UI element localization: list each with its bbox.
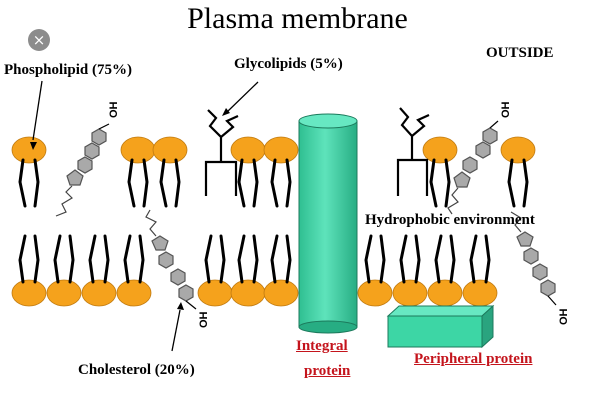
peripheral-protein-label: Peripheral protein — [414, 351, 533, 367]
label-arrows — [30, 80, 259, 352]
cholesterol-top-left — [55, 123, 110, 217]
oh-label-4: OH — [558, 308, 570, 325]
inner-tails-7 — [364, 234, 386, 284]
cholesterol-label: Cholesterol (20%) — [78, 362, 195, 378]
cholesterol-bottom-right — [510, 211, 557, 306]
outer-head-4 — [263, 136, 299, 164]
oh-label-2: OH — [500, 101, 512, 118]
glycolipids-label: Glycolipids (5%) — [234, 56, 343, 72]
inner-leaflet-tails — [18, 234, 491, 284]
glycolipid-left — [204, 109, 239, 196]
outer-tails-1 — [127, 158, 149, 208]
outer-tails-2 — [159, 158, 181, 208]
inner-leaflet-heads — [11, 279, 498, 307]
inner-head-8 — [392, 279, 428, 307]
inner-head-0 — [11, 279, 47, 307]
inner-tails-10 — [469, 234, 491, 284]
inner-head-5 — [230, 279, 266, 307]
glycolipid-right — [396, 107, 430, 196]
inner-tails-5 — [237, 234, 259, 284]
outer-tails-3 — [237, 158, 259, 208]
outer-tails-6 — [507, 158, 529, 208]
cholesterol-top-right — [447, 120, 499, 215]
outer-head-3 — [230, 136, 266, 164]
integral-protein-label-line1: Integral — [296, 338, 348, 354]
inner-tails-8 — [399, 234, 421, 284]
peripheral-protein — [386, 304, 495, 349]
diagram-title: Plasma membrane — [187, 2, 408, 35]
inner-tails-2 — [88, 234, 110, 284]
integral-protein — [298, 113, 358, 334]
outer-leaflet-heads — [11, 136, 536, 164]
inner-tails-0 — [18, 234, 40, 284]
inner-tails-3 — [123, 234, 145, 284]
outer-leaflet-tails — [18, 158, 529, 208]
outer-tails-0 — [18, 158, 40, 208]
inner-head-10 — [462, 279, 498, 307]
inner-head-4 — [197, 279, 233, 307]
inner-head-2 — [81, 279, 117, 307]
inner-tails-9 — [434, 234, 456, 284]
oh-label-3: OH — [198, 311, 210, 328]
inner-head-7 — [357, 279, 393, 307]
oh-label-1: OH — [108, 101, 120, 118]
outer-head-5 — [422, 136, 458, 164]
inner-tails-4 — [204, 234, 226, 284]
phospholipid-label: Phospholipid (75%) — [4, 62, 132, 78]
outer-head-0 — [11, 136, 47, 164]
inner-tails-1 — [53, 234, 75, 284]
close-icon[interactable]: × — [28, 29, 50, 51]
integral-protein-label-line2: protein — [304, 363, 351, 379]
outer-tails-5 — [429, 158, 451, 208]
inner-head-1 — [46, 279, 82, 307]
inner-head-3 — [116, 279, 152, 307]
inner-head-9 — [427, 279, 463, 307]
hydrophobic-label: Hydrophobic environment — [365, 212, 535, 228]
inner-head-6 — [263, 279, 299, 307]
outside-label: OUTSIDE — [486, 45, 554, 61]
outer-head-6 — [500, 136, 536, 164]
outer-head-1 — [120, 136, 156, 164]
outer-head-2 — [152, 136, 188, 164]
cholesterol-bottom-left — [145, 209, 197, 310]
outer-tails-4 — [270, 158, 292, 208]
inner-tails-6 — [270, 234, 292, 284]
